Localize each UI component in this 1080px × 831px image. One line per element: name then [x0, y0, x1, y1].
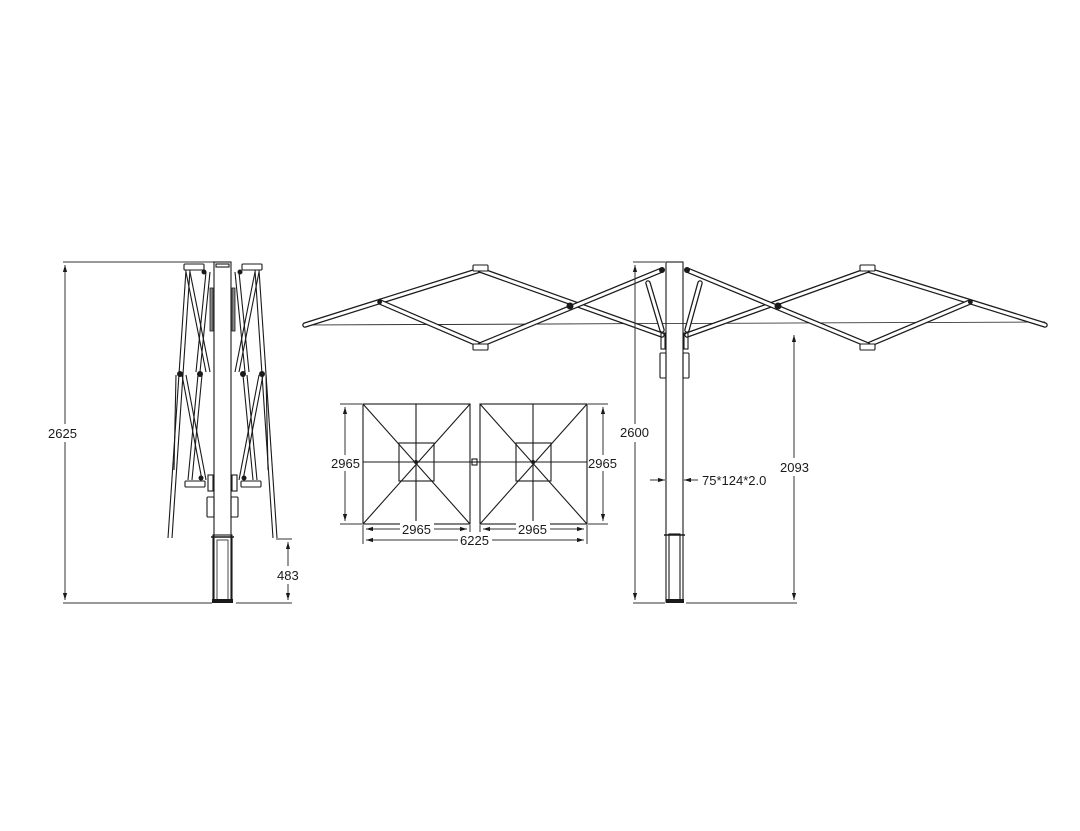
dimension-open-height — [618, 261, 665, 604]
dimension-folded-height — [44, 261, 215, 604]
clearance-height-label: 2093 — [780, 460, 809, 475]
plan-view: 2965 2965 2965 2965 62 — [330, 403, 620, 548]
open-arm-right — [684, 264, 1048, 351]
canopy-fabric-line — [304, 321, 1046, 326]
plan-left-height-label: 2965 — [331, 456, 360, 471]
open-umbrella-view: 2600 2093 75*124*2.0 — [302, 261, 1048, 604]
dimension-plan-left-width — [362, 521, 471, 544]
pole-section-label: 75*124*2.0 — [702, 473, 766, 488]
folded-height-label: 2625 — [48, 426, 77, 441]
open-arm-left — [302, 264, 665, 351]
plan-right-canopy — [479, 403, 588, 525]
dimension-plan-right-height — [588, 403, 620, 525]
dimension-plan-left-height — [330, 403, 362, 525]
folded-ribs-right — [234, 263, 278, 539]
open-pole — [659, 261, 690, 603]
dimension-rib-clearance — [236, 538, 304, 604]
dimension-plan-right-width — [479, 521, 588, 544]
plan-total-width-label: 6225 — [460, 533, 489, 548]
plan-left-canopy — [362, 403, 471, 525]
rib-clearance-label: 483 — [277, 568, 299, 583]
folded-ribs-left — [167, 263, 211, 539]
plan-left-width-label: 2965 — [402, 522, 431, 537]
folded-pole — [206, 261, 239, 603]
folded-umbrella-view: 2625 483 — [44, 261, 304, 604]
plan-right-height-label: 2965 — [588, 456, 617, 471]
dimension-plan-total-width — [366, 532, 584, 548]
plan-right-width-label: 2965 — [518, 522, 547, 537]
open-height-label: 2600 — [620, 425, 649, 440]
dimension-clearance-height — [686, 335, 812, 604]
